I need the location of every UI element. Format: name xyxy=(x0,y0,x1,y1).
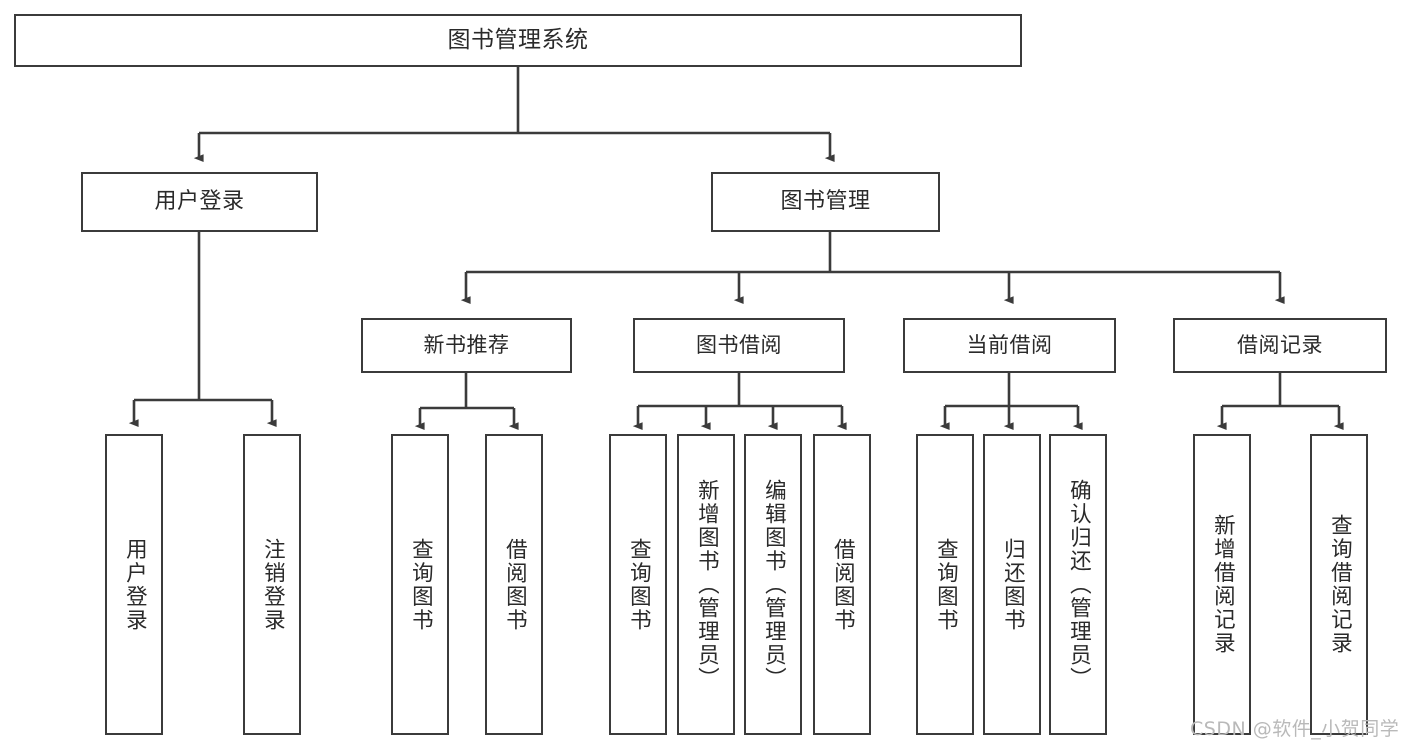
node-book-borrow[interactable]: 图书借阅 xyxy=(633,318,845,373)
node-label: 图书管理 xyxy=(780,189,871,215)
node-root-system[interactable]: 图书管理系统 xyxy=(14,14,1022,67)
leaf-confirm-return-admin[interactable]: 确认归还（管理员） xyxy=(1049,434,1107,735)
node-label: 用户登录 xyxy=(122,537,148,632)
node-label: 新增借阅记录 xyxy=(1210,514,1236,655)
watermark-text: CSDN @软件_小贺同学 xyxy=(1190,718,1400,740)
leaf-user-login[interactable]: 用户登录 xyxy=(105,434,163,735)
node-label: 用户登录 xyxy=(154,189,245,215)
node-label: 查询借阅记录 xyxy=(1327,514,1353,655)
node-label: 新增图书（管理员） xyxy=(694,478,720,691)
leaf-return-book[interactable]: 归还图书 xyxy=(983,434,1041,735)
node-label: 图书借阅 xyxy=(696,333,782,358)
node-current-borrow[interactable]: 当前借阅 xyxy=(903,318,1116,373)
leaf-query-borrow-record[interactable]: 查询借阅记录 xyxy=(1310,434,1368,735)
leaf-query-book-borrow[interactable]: 查询图书 xyxy=(609,434,667,735)
node-label: 确认归还（管理员） xyxy=(1066,478,1092,691)
leaf-query-book-recommend[interactable]: 查询图书 xyxy=(391,434,449,735)
leaf-query-book-current[interactable]: 查询图书 xyxy=(916,434,974,735)
node-label: 归还图书 xyxy=(1000,537,1026,632)
node-label: 借阅记录 xyxy=(1237,333,1323,358)
node-label: 查询图书 xyxy=(626,537,652,632)
node-label: 注销登录 xyxy=(260,537,286,632)
leaf-borrow-book[interactable]: 借阅图书 xyxy=(813,434,871,735)
node-label: 查询图书 xyxy=(933,537,959,632)
leaf-add-book-admin[interactable]: 新增图书（管理员） xyxy=(677,434,735,735)
node-label: 当前借阅 xyxy=(966,333,1053,358)
node-label: 查询图书 xyxy=(408,537,434,632)
node-label: 编辑图书（管理员） xyxy=(761,478,787,691)
leaf-edit-book-admin[interactable]: 编辑图书（管理员） xyxy=(744,434,802,735)
node-label: 新书推荐 xyxy=(423,333,510,358)
node-new-book-recommend[interactable]: 新书推荐 xyxy=(361,318,572,373)
leaf-logout[interactable]: 注销登录 xyxy=(243,434,301,735)
node-book-management[interactable]: 图书管理 xyxy=(711,172,940,232)
node-user-login[interactable]: 用户登录 xyxy=(81,172,318,232)
node-label: 借阅图书 xyxy=(830,537,856,632)
leaf-borrow-book-recommend[interactable]: 借阅图书 xyxy=(485,434,543,735)
node-label: 借阅图书 xyxy=(502,537,528,632)
node-borrow-record[interactable]: 借阅记录 xyxy=(1173,318,1387,373)
node-label: 图书管理系统 xyxy=(447,27,589,54)
leaf-add-borrow-record[interactable]: 新增借阅记录 xyxy=(1193,434,1251,735)
